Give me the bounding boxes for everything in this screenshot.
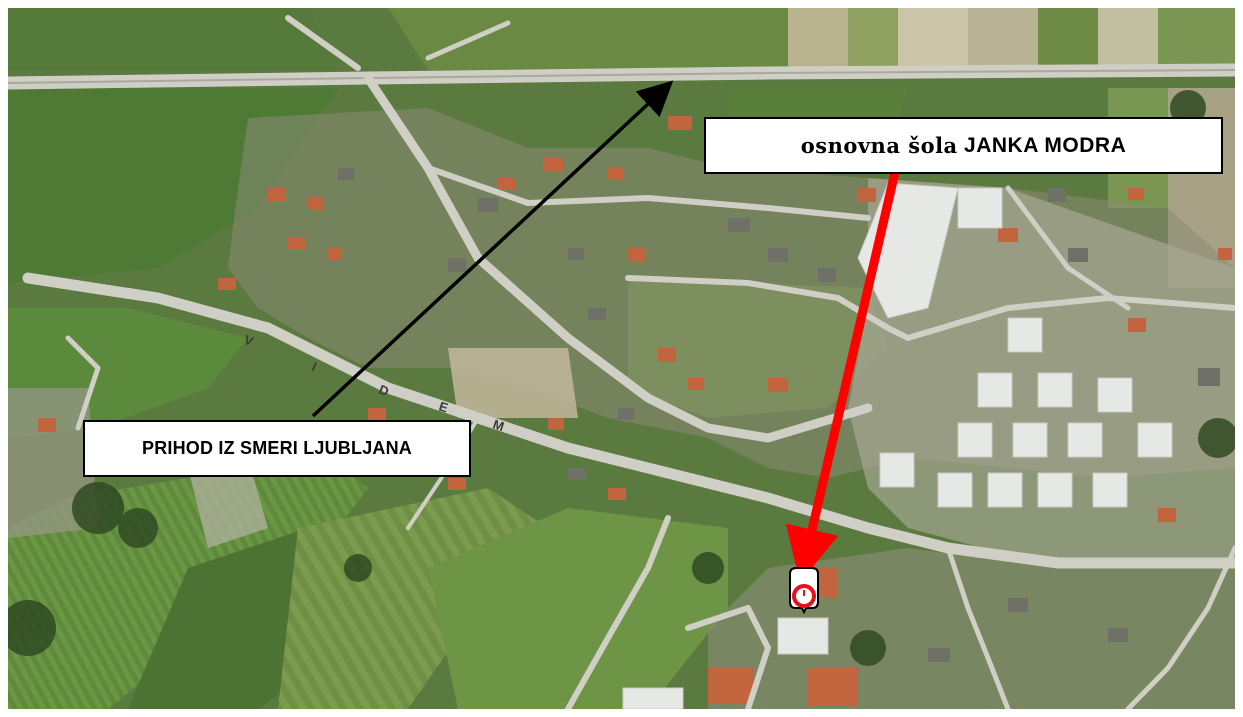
grey-roofs [338,168,1220,662]
school-callout: osnovna šola JANKA MODRA [704,117,1223,174]
school-callout-name: JANKA MODRA [964,133,1127,157]
road-letter: I [310,359,319,374]
aerial-map[interactable]: V I D E M osnovna šola JANKA MODRA PRIHO… [8,8,1235,709]
arrival-callout-text: PRIHOD IZ SMERI LJUBLJANA [141,438,413,458]
map-pin-icon[interactable] [789,567,819,615]
aerial-map-image: V I D E M [8,8,1235,709]
tree-patches [8,90,1235,666]
arrival-arrow [311,80,674,418]
roads [8,15,1235,709]
arrival-callout: PRIHOD IZ SMERI LJUBLJANA [83,420,471,477]
road-letter: M [491,417,506,435]
school-callout-prefix: osnovna šola [800,133,958,158]
roof-clusters [38,116,1232,706]
school-arrow [785,166,901,583]
